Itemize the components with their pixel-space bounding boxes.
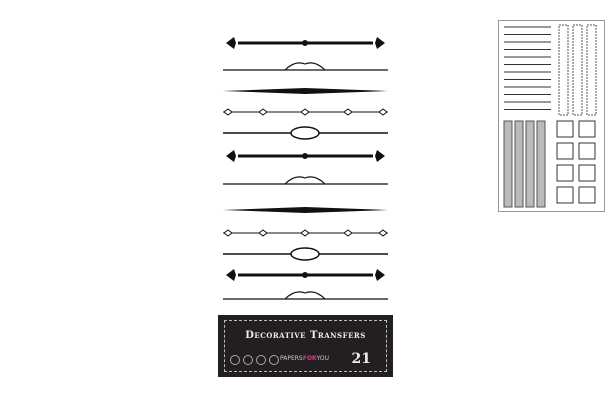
ornament-mark [290, 126, 320, 140]
ornament-mark [223, 207, 388, 213]
ornament-mark [556, 120, 574, 138]
thumbnail-ornaments-icon [503, 24, 597, 208]
ornament-mark [586, 24, 597, 116]
ornament-mark [223, 229, 233, 237]
sheet-thumbnail [498, 20, 605, 212]
badge-icons [230, 355, 279, 365]
ornament-mark [290, 247, 320, 261]
ornament-mark [578, 186, 596, 204]
ornament-mark [302, 153, 308, 159]
ornament-mark [578, 164, 596, 182]
ornament-mark [525, 120, 535, 208]
ornament-mark [514, 120, 524, 208]
ornament-mark [572, 24, 583, 116]
ornament-mark [258, 108, 268, 116]
ornament-mark [343, 108, 353, 116]
ornament-mark [558, 24, 569, 116]
ornament-borders-icon [223, 37, 388, 300]
label-frame [224, 320, 387, 372]
product-label: Decorative Transfers PAPERSFORYOU 21 [218, 315, 393, 377]
ornament-mark [343, 229, 353, 237]
ornament-mark [300, 229, 310, 237]
brand-logo: PAPERSFORYOU [280, 355, 330, 362]
ornament-mark [556, 186, 574, 204]
ornament-mark [223, 108, 233, 116]
ornament-mark [302, 40, 308, 46]
ornament-mark [556, 164, 574, 182]
ornament-mark [378, 108, 388, 116]
transfer-sheet [218, 30, 393, 315]
ornament-mark [378, 229, 388, 237]
ornament-mark [536, 120, 546, 208]
ornament-mark [578, 142, 596, 160]
ornament-mark [284, 62, 326, 71]
sheet-count: 21 [351, 351, 371, 367]
ornament-mark [223, 88, 388, 94]
ornament-mark [578, 120, 596, 138]
product-title: Decorative Transfers [245, 330, 366, 341]
ornament-mark [302, 272, 308, 278]
ornament-mark [503, 120, 513, 208]
ornament-mark [258, 229, 268, 237]
ornament-mark [284, 176, 326, 185]
ornament-mark [556, 142, 574, 160]
ornament-mark [300, 108, 310, 116]
ornament-mark [284, 291, 326, 300]
